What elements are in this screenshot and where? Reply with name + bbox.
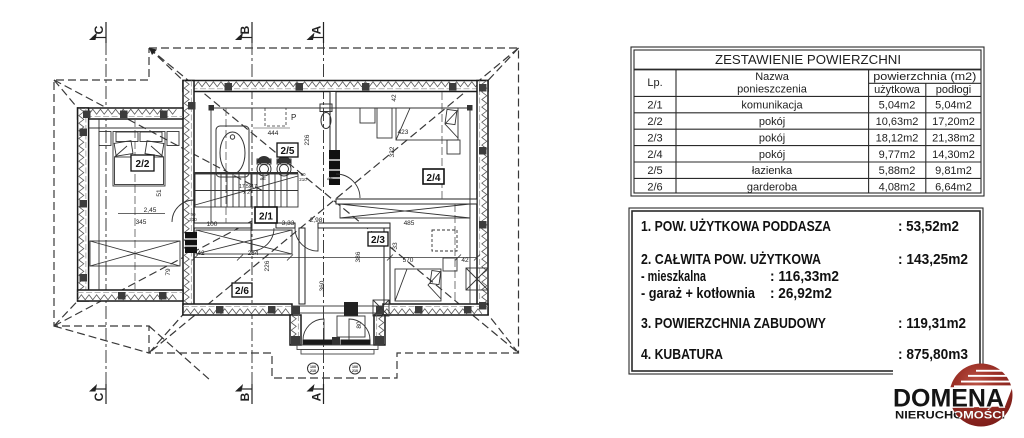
svg-text:x 27: x 27 xyxy=(243,190,253,196)
svg-text:3. POWIERZCHNIA ZABUDOWY: 3. POWIERZCHNIA ZABUDOWY xyxy=(641,315,826,332)
svg-text:33: 33 xyxy=(392,242,399,250)
svg-text:⌀E: ⌀E xyxy=(260,176,266,181)
svg-text:2/4: 2/4 xyxy=(427,173,441,184)
svg-text:2/3: 2/3 xyxy=(647,132,662,144)
svg-text:51: 51 xyxy=(156,189,163,197)
svg-text:- garaż + kotłownia: - garaż + kotłownia xyxy=(641,285,756,302)
svg-text:garderoba: garderoba xyxy=(747,182,798,194)
svg-text:90: 90 xyxy=(190,212,196,217)
svg-text:80: 80 xyxy=(356,321,363,329)
svg-text:345: 345 xyxy=(136,219,147,226)
svg-text:powierzchnia (m2): powierzchnia (m2) xyxy=(873,71,976,83)
svg-text:2/2: 2/2 xyxy=(136,159,150,170)
svg-text:5,04m2: 5,04m2 xyxy=(879,100,916,112)
svg-text:: 143,25m2: : 143,25m2 xyxy=(898,251,968,268)
svg-text:5,04m2: 5,04m2 xyxy=(935,100,972,112)
svg-text:komunikacja: komunikacja xyxy=(741,100,803,112)
svg-text:B: B xyxy=(238,25,252,34)
svg-text:284: 284 xyxy=(248,250,259,257)
svg-text:9,77m2: 9,77m2 xyxy=(879,149,916,161)
svg-text:2/5: 2/5 xyxy=(647,165,662,177)
svg-text:2/1: 2/1 xyxy=(259,212,273,223)
svg-text:360: 360 xyxy=(319,280,326,291)
svg-text:1. POW. UŻYTKOWA PODDASZA: 1. POW. UŻYTKOWA PODDASZA xyxy=(641,218,831,235)
svg-text:79: 79 xyxy=(165,268,172,276)
svg-text:B: B xyxy=(238,392,252,401)
svg-text:: 875,80m3: : 875,80m3 xyxy=(898,346,968,363)
svg-text:90: 90 xyxy=(300,172,306,177)
svg-text:2/4: 2/4 xyxy=(647,149,662,161)
svg-text:2,45: 2,45 xyxy=(144,207,157,214)
svg-text:444: 444 xyxy=(268,130,279,137)
svg-text:42: 42 xyxy=(197,250,205,257)
svg-text:10,63m2: 10,63m2 xyxy=(876,116,919,128)
svg-text:42: 42 xyxy=(461,257,469,264)
svg-text:ponieszczenia: ponieszczenia xyxy=(737,84,808,96)
svg-text:9,81m2: 9,81m2 xyxy=(935,165,972,177)
svg-text:100: 100 xyxy=(207,221,218,228)
svg-text:14,30m2: 14,30m2 xyxy=(932,149,975,161)
svg-text:226: 226 xyxy=(304,134,311,145)
svg-text:ZESTAWIENIE POWIERZCHNI: ZESTAWIENIE POWIERZCHNI xyxy=(715,52,901,67)
svg-text:A: A xyxy=(310,392,324,401)
svg-text:C: C xyxy=(92,25,106,34)
svg-text:2/3: 2/3 xyxy=(371,235,385,246)
svg-text:17,5x17: 17,5x17 xyxy=(239,184,257,190)
svg-text:Nazwa: Nazwa xyxy=(755,71,790,83)
svg-text:pokój: pokój xyxy=(759,149,785,161)
svg-text:2,98: 2,98 xyxy=(310,217,323,224)
svg-text:A: A xyxy=(310,25,324,34)
svg-text:użytkowa: użytkowa xyxy=(874,84,921,96)
svg-text:4,08m2: 4,08m2 xyxy=(879,182,916,194)
svg-text:100: 100 xyxy=(310,365,316,369)
svg-text:4. KUBATURA: 4. KUBATURA xyxy=(641,346,723,363)
svg-text:: 26,92m2: : 26,92m2 xyxy=(770,285,832,302)
svg-text:DOMENA: DOMENA xyxy=(893,385,1004,413)
svg-text:⌀E: ⌀E xyxy=(327,176,333,181)
svg-text:- mieszkalna: - mieszkalna xyxy=(641,268,706,285)
svg-text:17,20m2: 17,20m2 xyxy=(932,116,975,128)
svg-text:5,88m2: 5,88m2 xyxy=(879,165,916,177)
svg-text:423: 423 xyxy=(398,129,409,136)
svg-text:NIERUCHOMOŚCI: NIERUCHOMOŚCI xyxy=(895,409,1005,422)
svg-text:2/5: 2/5 xyxy=(281,146,295,157)
svg-text:100: 100 xyxy=(352,365,358,369)
svg-text:2/1: 2/1 xyxy=(647,100,662,112)
svg-text:386: 386 xyxy=(355,251,362,262)
svg-text:6,64m2: 6,64m2 xyxy=(935,182,972,194)
svg-text:P: P xyxy=(291,113,296,122)
svg-text:C: C xyxy=(92,392,106,401)
svg-text:podłogi: podłogi xyxy=(936,84,971,96)
svg-text:3,33: 3,33 xyxy=(282,220,295,227)
svg-text:NIERUCHOMOŚCI: NIERUCHOMOŚCI xyxy=(895,409,1005,422)
svg-text:42: 42 xyxy=(391,94,398,102)
svg-text:2/2: 2/2 xyxy=(647,116,662,128)
svg-text:18,12m2: 18,12m2 xyxy=(876,132,919,144)
svg-text:pokój: pokój xyxy=(759,116,785,128)
svg-text:: 116,33m2: : 116,33m2 xyxy=(770,268,839,285)
svg-text:226: 226 xyxy=(264,260,271,271)
svg-text:485: 485 xyxy=(404,220,415,227)
svg-text:210: 210 xyxy=(310,369,316,373)
svg-text:pokój: pokój xyxy=(759,132,785,144)
svg-text:: 119,31m2: : 119,31m2 xyxy=(898,315,966,332)
svg-text:570: 570 xyxy=(403,257,414,264)
svg-text:2. CAŁWITA POW. UŻYTKOWA: 2. CAŁWITA POW. UŻYTKOWA xyxy=(641,251,821,268)
svg-text:21,38m2: 21,38m2 xyxy=(932,132,975,144)
svg-text:2/6: 2/6 xyxy=(647,182,662,194)
svg-text:210: 210 xyxy=(189,217,197,222)
svg-text:210: 210 xyxy=(299,177,307,182)
svg-text:210: 210 xyxy=(352,369,358,373)
svg-text:332: 332 xyxy=(389,146,396,157)
svg-text:: 53,52m2: : 53,52m2 xyxy=(898,218,959,235)
svg-text:łazienka: łazienka xyxy=(752,165,793,177)
svg-text:2/6: 2/6 xyxy=(235,286,249,297)
svg-text:Lp.: Lp. xyxy=(647,77,662,89)
